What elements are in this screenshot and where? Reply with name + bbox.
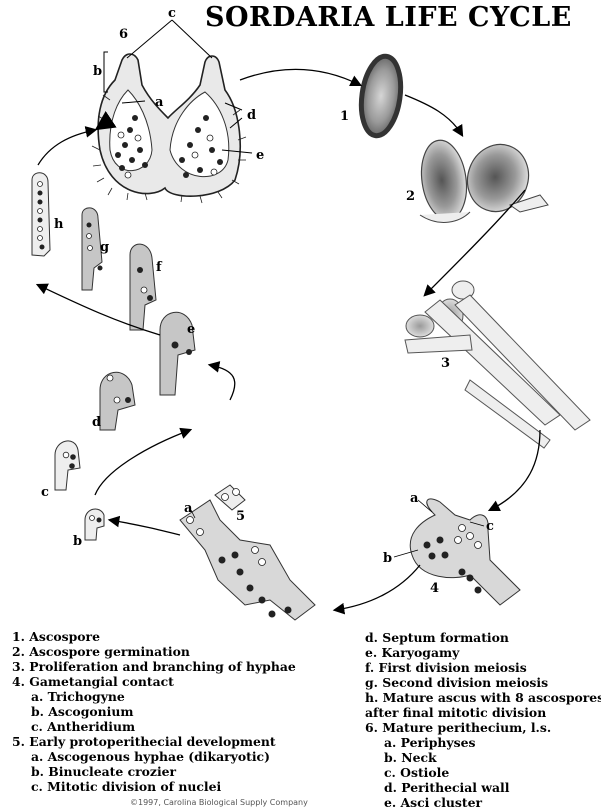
legend-left-item: 5. Early protoperithecial development — [12, 734, 296, 749]
label-4a: a — [410, 491, 419, 506]
legend-right-item: f. First division meiosis — [365, 660, 601, 675]
label-c: c — [41, 485, 49, 500]
label-stage-4: 4 — [430, 581, 439, 596]
label-6e: e — [256, 148, 264, 163]
label-6a: a — [155, 95, 164, 110]
ascospore-stage-1 — [357, 54, 406, 139]
label-6c: c — [168, 6, 176, 21]
crozier-b — [85, 509, 104, 540]
legend-left-item: a. Trichogyne — [12, 689, 296, 704]
legend-right-item: h. Mature ascus with 8 ascospores — [365, 690, 601, 705]
legend-right-item: g. Second division meiosis — [365, 675, 601, 690]
legend-right-item: d. Perithecial wall — [365, 780, 601, 795]
gametangia-stage-4 — [410, 499, 520, 605]
label-d: d — [92, 415, 101, 430]
legend-left-item: 1. Ascospore — [12, 629, 296, 644]
label-f: f — [156, 260, 163, 275]
legend-left-item: a. Ascogenous hyphae (dikaryotic) — [12, 749, 296, 764]
legend-right-item: a. Periphyses — [365, 735, 601, 750]
legend-right-item: e. Asci cluster — [365, 795, 601, 810]
crozier-c — [55, 441, 80, 490]
label-4c: c — [486, 519, 494, 534]
label-g: g — [100, 240, 109, 255]
label-6b: b — [93, 64, 102, 79]
germination-stage-2 — [417, 136, 548, 223]
label-stage-1: 1 — [340, 109, 349, 124]
protoperithecium-stage-5 — [180, 485, 315, 620]
label-5a: a — [184, 501, 193, 516]
label-b: b — [73, 534, 82, 549]
label-e: e — [187, 322, 195, 337]
label-6d: d — [247, 108, 256, 123]
label-stage-3: 3 — [441, 356, 450, 371]
label-stage-6: 6 — [119, 27, 128, 42]
label-h: h — [54, 217, 64, 232]
label-4b: b — [383, 551, 392, 566]
label-stage-2: 2 — [406, 189, 415, 204]
legend-left-item: 3. Proliferation and branching of hyphae — [12, 659, 296, 674]
legend-right-item: b. Neck — [365, 750, 601, 765]
legend-right-item: 6. Mature perithecium, l.s. — [365, 720, 601, 735]
legend-left-item: c. Mitotic division of nuclei — [12, 779, 296, 794]
legend-left-item: b. Binucleate crozier — [12, 764, 296, 779]
legend-left-item: 2. Ascospore germination — [12, 644, 296, 659]
legend-right-item: e. Karyogamy — [365, 645, 601, 660]
legend-left-item: 4. Gametangial contact — [12, 674, 296, 689]
legend-left-item: b. Ascogonium — [12, 704, 296, 719]
crozier-f — [130, 244, 156, 330]
legend-left-item: c. Antheridium — [12, 719, 296, 734]
perithecium-stage-6 — [92, 54, 246, 203]
copyright-credit: ©1997, Carolina Biological Supply Compan… — [130, 798, 308, 807]
label-stage-5: 5 — [236, 509, 245, 524]
legend-right-item: d. Septum formation — [365, 630, 601, 645]
legend-right-item: c. Ostiole — [365, 765, 601, 780]
hyphae-stage-3 — [405, 281, 590, 448]
life-cycle-diagram: 6 c b a d e 1 2 3 4 a b c 5 a h g f e d … — [0, 0, 601, 640]
legend-right-item: after final mitotic division — [365, 705, 601, 720]
crozier-d — [100, 372, 135, 430]
mature-ascus-h — [32, 173, 50, 256]
